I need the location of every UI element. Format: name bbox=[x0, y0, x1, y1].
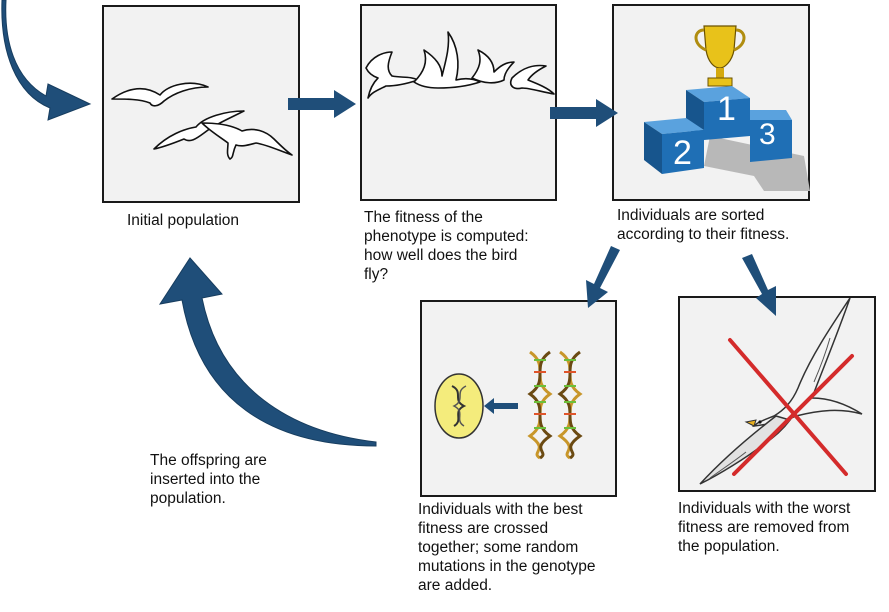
arrow-initial-to-fitness bbox=[288, 90, 356, 118]
seagull-removed-icon bbox=[699, 298, 863, 485]
podium-third-label: 3 bbox=[759, 118, 776, 151]
podium-shadow bbox=[704, 136, 810, 191]
dna-helix-icon bbox=[527, 350, 583, 460]
entry-arrow bbox=[1, 0, 92, 121]
panel-sorted: 1 2 3 bbox=[612, 4, 810, 201]
podium-first-label: 1 bbox=[717, 90, 736, 128]
arrow-sorted-to-crossover bbox=[586, 246, 620, 308]
egg-icon bbox=[434, 373, 484, 439]
arrow-offspring-to-initial bbox=[158, 257, 377, 447]
caption-sorted: Individuals are sorted according to thei… bbox=[617, 207, 790, 243]
trophy-icon bbox=[694, 25, 746, 87]
caption-fitness-computed: The fitness of the phenotype is computed… bbox=[364, 209, 529, 283]
arrow-fitness-to-sorted bbox=[550, 99, 618, 127]
caption-removal: Individuals with the worst fitness are r… bbox=[678, 500, 851, 555]
podium-trophy-icon bbox=[644, 25, 810, 191]
caption-initial-population: Initial population bbox=[127, 212, 240, 229]
crossover-dna-icon bbox=[434, 350, 583, 460]
caption-offspring: The offspring are inserted into the popu… bbox=[150, 452, 267, 507]
caption-crossover: Individuals with the best fitness are cr… bbox=[418, 501, 596, 594]
podium-icon bbox=[644, 86, 792, 174]
red-cross-icon bbox=[728, 338, 854, 476]
panel-crossover bbox=[420, 300, 617, 497]
birds-flock-icon bbox=[111, 82, 293, 160]
panel-fitness-computation bbox=[360, 4, 557, 201]
podium-second-label: 2 bbox=[673, 134, 692, 172]
panel-initial-population bbox=[102, 5, 300, 203]
small-arrow-icon bbox=[484, 398, 518, 414]
arrow-sorted-to-removal bbox=[742, 254, 776, 316]
panel-removal bbox=[678, 296, 876, 492]
bird-flight-sequence-icon bbox=[365, 31, 555, 99]
